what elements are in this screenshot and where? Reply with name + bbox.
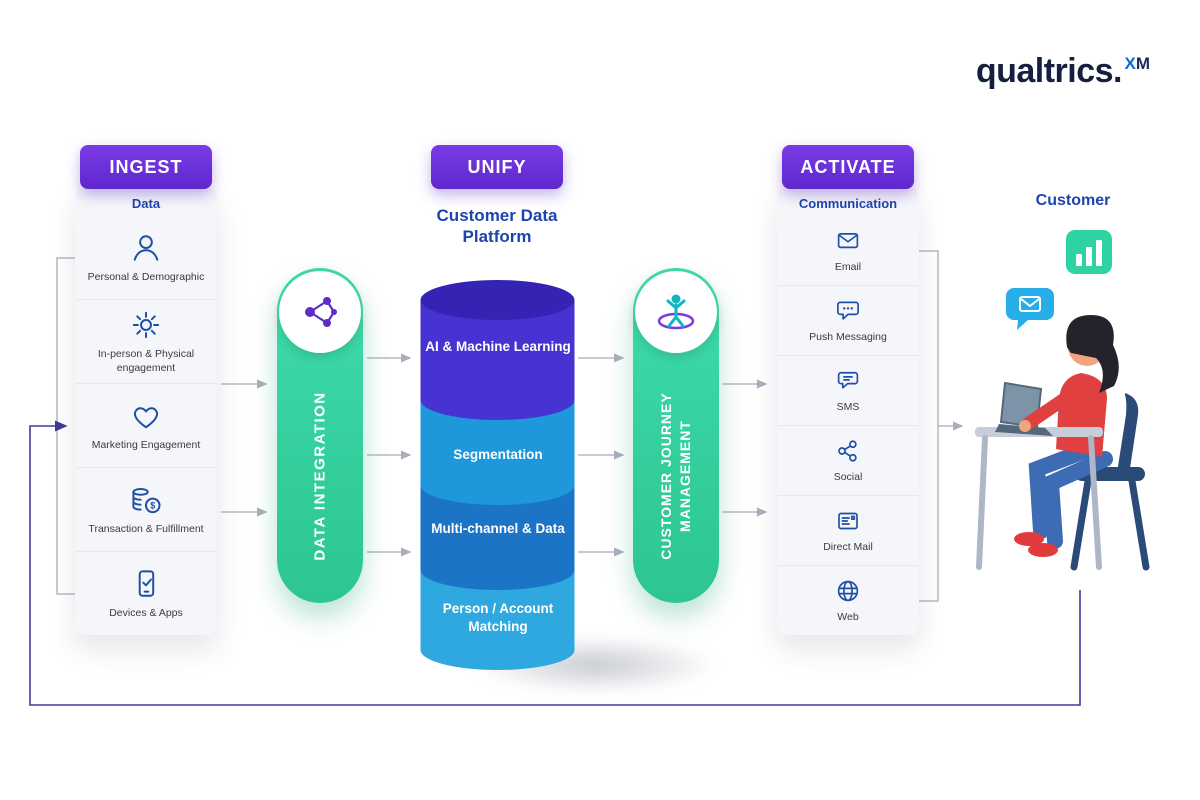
customer-journey-label: CUSTOMER JOURNEY MANAGEMENT [658,391,693,560]
journey-icon-circle [635,271,717,353]
item-label: In-person & Physical engagement [97,348,195,374]
item-label: Personal & Demographic [87,271,205,284]
item-label: Marketing Engagement [91,439,201,452]
customer-label: Customer [1035,192,1111,209]
social-icon [838,440,857,462]
item-label: SMS [836,401,860,414]
activate-item-push: Push Messaging [777,285,919,355]
cylinder-top-ellipse [420,280,575,320]
ingest-item-devices: Devices & Apps [75,551,217,635]
chat-bubble-email-icon [1002,284,1058,339]
ingest-item-in-person: In-person & Physical engagement [75,299,217,383]
bar-chart-icon [1066,230,1112,279]
item-label: Transaction & Fulfillment [88,523,204,536]
ingest-item-personal-demographic: Personal & Demographic [75,216,217,299]
activate-category-label: Communication [798,196,898,211]
customer-illustration [975,315,1150,571]
item-label: Email [834,261,862,274]
activate-item-direct-mail: Direct Mail [777,495,919,565]
item-label: Push Messaging [809,331,887,344]
activate-badge-label: ACTIVATE [800,156,896,177]
direct-mail-icon [838,512,858,530]
ingest-column: Data Personal & Demographic In-person & … [75,188,217,635]
item-label: Devices & Apps [109,607,183,620]
person-jumping-icon [657,294,695,330]
cylinder-label-ai: AI & Machine Learning [425,339,571,354]
ingest-item-transaction: $ Transaction & Fulfillment [75,467,217,551]
cdp-cylinder [420,280,575,670]
item-label: Direct Mail [823,541,873,554]
push-messaging-icon [837,301,859,320]
ingest-category-label: Data [131,196,161,211]
activate-bracket-line [919,250,939,602]
ingest-badge: INGEST [80,145,212,189]
heart-icon [133,407,159,429]
activate-item-email: Email [777,216,919,285]
activate-column: Communication Email Push Messaging SMS [777,188,919,635]
cylinder-label-multichannel: Multi-channel & Data [431,521,565,536]
svg-text:$: $ [150,501,155,511]
logo-dot: . [1113,52,1123,90]
activate-item-social: Social [777,425,919,495]
logo-wordmark: qualtrics [975,52,1114,90]
network-icon [305,297,337,327]
email-icon [837,233,859,249]
mobile-apps-icon [138,570,155,597]
activate-badge: ACTIVATE [782,145,914,189]
item-label: Web [837,611,859,624]
customer-journey-pill: CUSTOMER JOURNEY MANAGEMENT [633,268,719,603]
logo-m: M [1135,54,1150,73]
ingest-item-marketing: Marketing Engagement [75,383,217,467]
feedback-loop-line [29,420,1081,706]
unify-badge: UNIFY [431,145,563,189]
gear-icon [132,312,160,339]
platform-title: Customer Data Platform [436,206,558,247]
cylinder-label-segmentation: Segmentation [453,447,543,462]
network-icon-circle [279,271,361,353]
data-integration-label: DATA INTEGRATION [311,391,329,561]
person-icon [133,235,159,261]
coins-icon: $ [132,488,161,514]
activate-item-sms: SMS [777,355,919,425]
web-icon [837,580,859,602]
item-label: Social [833,471,863,484]
logo-x: X [1124,54,1136,73]
qualtrics-logo: qualtrics.XM [930,52,1150,91]
unify-badge-label: UNIFY [467,156,527,177]
cylinder-label-person-matching: Person / Account Matching [442,601,554,634]
sms-icon [837,372,859,389]
ingest-badge-label: INGEST [109,156,183,177]
activate-item-web: Web [777,565,919,635]
data-integration-pill: DATA INTEGRATION [277,268,363,603]
